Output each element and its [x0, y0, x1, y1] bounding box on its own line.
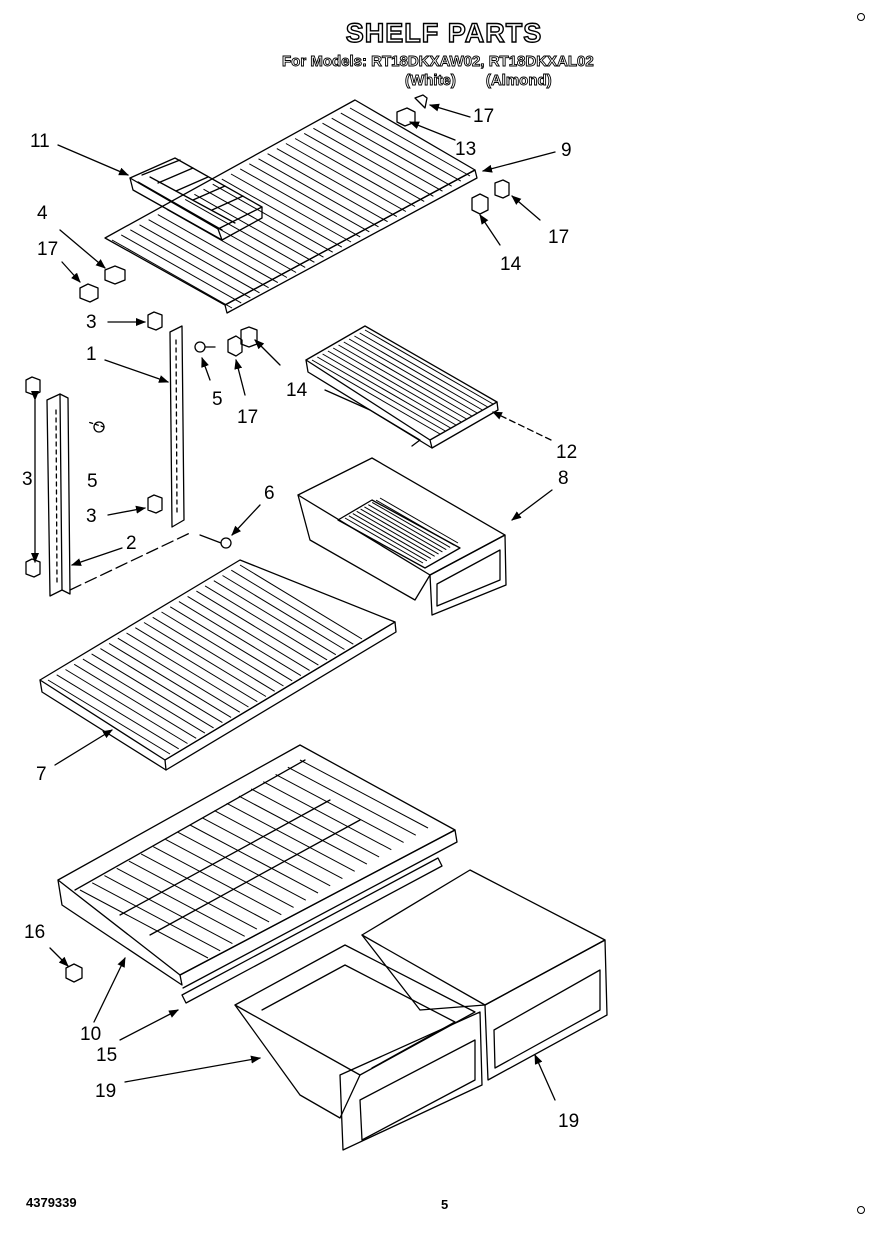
- callout-13: 13: [455, 139, 477, 160]
- crisper-cover-frame: [57, 744, 458, 989]
- callout-2: 2: [126, 533, 137, 554]
- small-shelf-slats: [311, 329, 494, 435]
- callout-14: 14: [286, 380, 308, 401]
- registration-mark: [857, 13, 865, 21]
- color-variants: (White) (Almond): [405, 72, 553, 90]
- small-glass-shelf-frame: [305, 325, 499, 449]
- callout-4: 4: [37, 203, 48, 224]
- screws: [87, 326, 258, 549]
- middle-shelf-rods: [47, 564, 363, 755]
- shelf-upright-rear: [147, 311, 185, 528]
- variant-almond: (Almond): [485, 72, 552, 90]
- page-title: SHELF PARTS: [345, 17, 543, 48]
- callout-8: 8: [558, 468, 569, 489]
- crisper-pan-right: [361, 869, 608, 1081]
- crisper-cover-ribs: [79, 759, 429, 959]
- shelf-upright-front: [25, 376, 71, 597]
- callout-9: 9: [561, 140, 572, 161]
- callout-17: 17: [548, 227, 570, 248]
- upper-shelf-rods: [111, 107, 471, 309]
- meat-keeper-pan: [297, 457, 507, 616]
- callout-3: 3: [22, 469, 33, 490]
- callout-10: 10: [80, 1024, 102, 1045]
- callout-15: 15: [96, 1045, 118, 1066]
- callout-14: 14: [500, 254, 522, 275]
- registration-mark: [857, 1206, 865, 1214]
- cover-clip: [65, 963, 83, 983]
- callout-17: 17: [37, 239, 59, 260]
- callout-11: 11: [30, 131, 50, 152]
- shelf-clips-upper: [79, 94, 510, 303]
- callout-1: 1: [86, 344, 97, 365]
- callout-19: 19: [95, 1081, 117, 1102]
- callout-19: 19: [558, 1111, 580, 1132]
- meat-pan-ribs: [344, 497, 459, 564]
- callout-12: 12: [556, 442, 578, 463]
- crisper-rail: [181, 857, 443, 1004]
- callout-17: 17: [473, 106, 495, 127]
- crisper-pan-left: [234, 944, 483, 1151]
- callout-7: 7: [36, 764, 47, 785]
- callout-5: 5: [212, 389, 223, 410]
- callout-3: 3: [86, 506, 97, 527]
- models-line: For Models: RT18DKXAW02, RT18DKXAL02: [282, 53, 595, 71]
- callout-16: 16: [24, 922, 46, 943]
- middle-wire-shelf: [39, 559, 397, 771]
- page-number: 5: [441, 1197, 449, 1212]
- upper-wire-shelf: [104, 99, 478, 314]
- callout-17: 17: [237, 407, 259, 428]
- callout-5: 5: [87, 471, 98, 492]
- leader-lines: [49, 103, 556, 1101]
- document-number: 4379339: [26, 1195, 77, 1210]
- callout-3: 3: [86, 312, 97, 333]
- callout-6: 6: [264, 483, 275, 504]
- variant-white: (White): [405, 72, 457, 90]
- ice-cube-tray: [129, 157, 263, 241]
